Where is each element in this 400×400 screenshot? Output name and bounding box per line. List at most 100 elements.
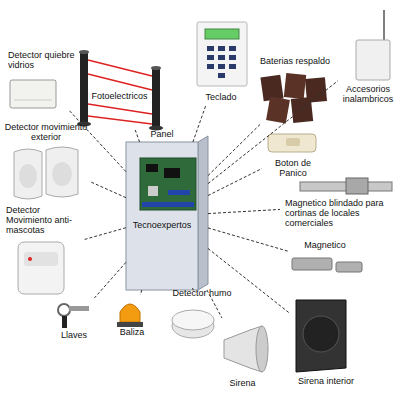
- component-node: Detector movimiento exterior: [2, 122, 90, 202]
- component-label: Sirena interior: [290, 376, 362, 386]
- dashed-connector: [208, 169, 262, 196]
- glass-detector: [10, 80, 56, 108]
- detector-led: [28, 257, 32, 261]
- component-label: Llaves: [50, 330, 98, 340]
- smoke-detector-top: [172, 310, 214, 330]
- dashed-connector: [84, 228, 126, 240]
- board-chip: [146, 164, 158, 172]
- dashed-connector: [94, 262, 126, 298]
- indoor-siren: [296, 300, 346, 372]
- component-node: Fotoelectricos: [72, 45, 167, 130]
- key-blade: [69, 306, 89, 311]
- magnetic-contact: [292, 258, 332, 270]
- magnetic-contact: [336, 262, 362, 272]
- keypad-key: [229, 55, 236, 60]
- component-node: Accesorios inalambricos: [338, 8, 398, 106]
- keypad-key: [218, 46, 225, 51]
- component-node: Llaves: [50, 298, 98, 344]
- photo-post: [80, 52, 88, 124]
- component-label: Detector Movimiento anti-mascotas: [6, 205, 78, 235]
- component-node: Magnetico blindado para cortinas de loca…: [280, 176, 398, 236]
- dashed-connector: [208, 249, 290, 314]
- battery: [266, 96, 290, 123]
- keypad-key: [218, 73, 225, 78]
- component-label: Detector humo: [166, 288, 238, 298]
- board-part: [148, 186, 158, 196]
- antenna: [383, 10, 385, 40]
- component-node: PanelTecnoexpertos: [126, 142, 208, 290]
- beacon-dome: [120, 304, 140, 322]
- component-node: Detector humo: [166, 288, 238, 342]
- motion-detector: [46, 147, 78, 197]
- photo-beam: [88, 116, 152, 124]
- key-head: [62, 316, 67, 328]
- pet-detector: [18, 242, 64, 294]
- dashed-connector: [90, 182, 126, 198]
- panic-button: [268, 134, 316, 152]
- keypad-key: [218, 55, 225, 60]
- armoured-contact-block: [346, 178, 368, 194]
- component-node: Baterias respaldo: [255, 56, 335, 124]
- component-label: Baliza: [110, 327, 154, 337]
- keypad-key: [218, 64, 225, 69]
- photo-beam: [88, 74, 152, 90]
- pet-detector-lens: [24, 252, 58, 266]
- component-label: Baterias respaldo: [255, 56, 335, 66]
- glass-detector-edge: [14, 100, 52, 101]
- photo-post-cap: [151, 66, 161, 70]
- board-chip: [164, 168, 180, 178]
- circuit-board: [140, 158, 196, 210]
- component-label: Magnetico blindado para cortinas de loca…: [285, 198, 385, 228]
- component-label: Accesorios inalambricos: [338, 84, 398, 104]
- keypad-key: [207, 55, 214, 60]
- keypad-key: [207, 64, 214, 69]
- component-node: Magnetico: [288, 240, 362, 284]
- component-node: Baliza: [110, 295, 154, 343]
- panel-side: [198, 136, 208, 290]
- component-label: Boton de Panico: [262, 158, 324, 178]
- photo-post-cap: [79, 50, 89, 54]
- dashed-connector: [193, 106, 206, 142]
- component-label: Detector quiebre vidrios: [8, 50, 78, 70]
- component-node: Boton de Panico: [262, 128, 324, 178]
- battery: [291, 97, 313, 123]
- siren-mouth: [256, 326, 268, 372]
- component-label: Detector movimiento exterior: [2, 122, 90, 142]
- photo-post: [152, 68, 160, 128]
- component-node: Sirena interior: [290, 290, 362, 394]
- detector-lens: [52, 162, 72, 186]
- component-node: Teclado: [190, 18, 252, 106]
- battery: [284, 73, 306, 99]
- panic-button-key: [286, 138, 300, 146]
- keypad-key: [229, 46, 236, 51]
- keypad-key: [207, 46, 214, 51]
- component-label: Fotoelectricos: [72, 91, 167, 101]
- detector-lens: [19, 164, 37, 188]
- indoor-siren-grille: [303, 316, 339, 352]
- component-label: Tecnoexpertos: [126, 220, 198, 230]
- component-label: Panel: [126, 129, 198, 139]
- component-label: Magnetico: [288, 240, 362, 250]
- dashed-connector: [208, 228, 288, 251]
- beacon-base: [117, 322, 143, 327]
- wireless-module: [356, 40, 390, 80]
- keypad-screen: [205, 29, 239, 39]
- component-label: Sirena: [215, 378, 270, 388]
- dashed-connector: [135, 130, 139, 142]
- component-node: Detector Movimiento anti-mascotas: [4, 205, 84, 297]
- key-ring: [58, 304, 70, 316]
- dashed-connector: [140, 290, 142, 295]
- dashed-connector: [208, 124, 261, 176]
- terminal-strip: [142, 202, 194, 207]
- component-label: Teclado: [190, 92, 252, 102]
- photo-beam: [88, 60, 152, 76]
- component-node: Detector quiebre vidrios: [5, 50, 77, 110]
- component-node: Sirena: [215, 318, 270, 394]
- keypad-body: [197, 22, 247, 86]
- keypad-key: [229, 64, 236, 69]
- dashed-connector: [208, 209, 280, 213]
- panel-cabinet: [126, 142, 198, 290]
- photo-beam: [88, 104, 152, 114]
- dashed-connector: [69, 110, 126, 172]
